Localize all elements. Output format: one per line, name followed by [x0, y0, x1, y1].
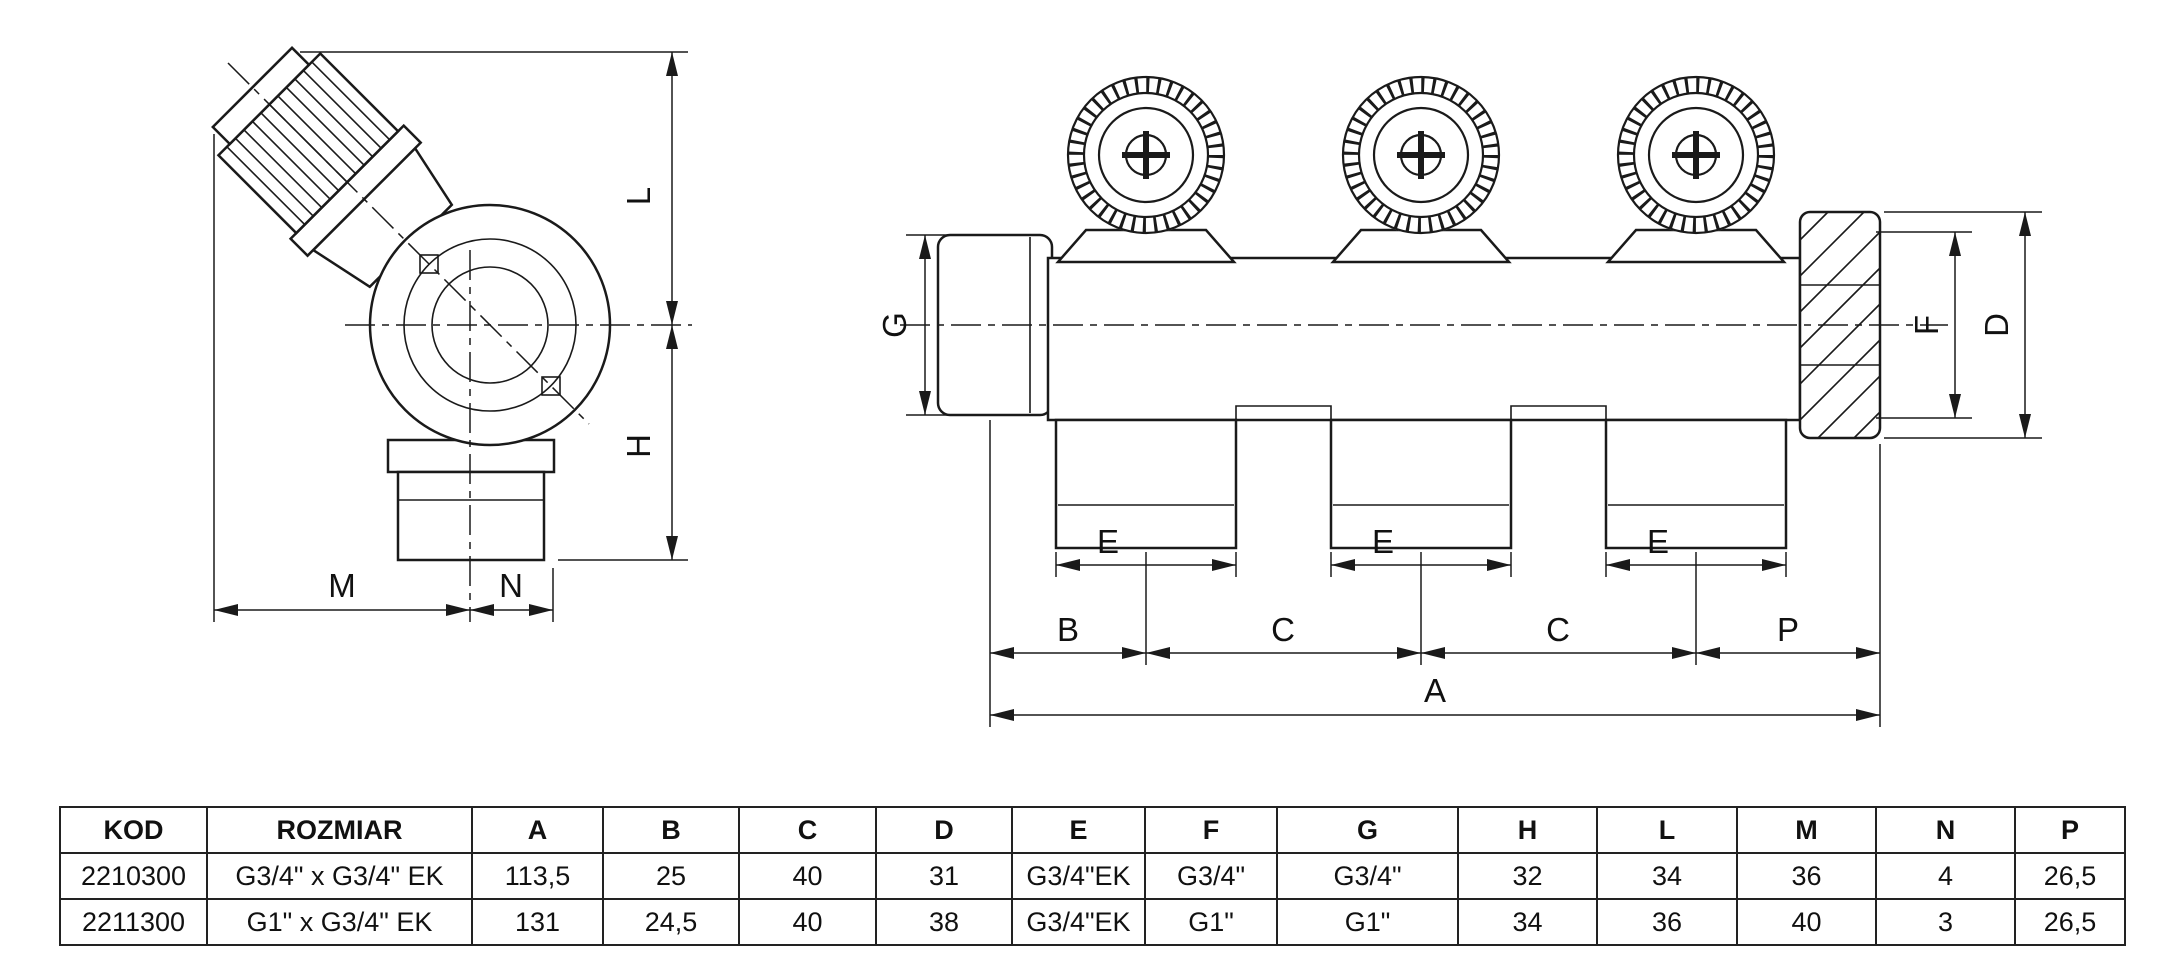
- dim-label-n: N: [499, 567, 523, 604]
- knurling-lines: [226, 61, 391, 226]
- dimension-M-N: M N: [213, 134, 554, 622]
- dimension-A: A: [990, 672, 1880, 721]
- manifold-body: [1046, 256, 1802, 422]
- left-view-angle-valve: L H M N: [211, 46, 692, 622]
- cell-p: 26,5: [2014, 852, 2126, 900]
- cell-f: G1": [1144, 898, 1278, 946]
- dim-label-l: L: [620, 187, 657, 205]
- bonnet-3: [1605, 228, 1787, 264]
- col-header-l: L: [1596, 806, 1738, 854]
- outlet-port-side: [386, 438, 556, 562]
- cell-h: 34: [1457, 898, 1598, 946]
- cell-a: 113,5: [471, 852, 604, 900]
- technical-drawing: L H M N: [211, 46, 2042, 727]
- cell-n: 4: [1875, 852, 2016, 900]
- cell-l: 34: [1596, 852, 1738, 900]
- dim-label-a: A: [1424, 672, 1446, 709]
- outlet-port-3: [1604, 418, 1788, 550]
- table-row: 2211300 G1" x G3/4" EK 131 24,5 40 38 G3…: [59, 898, 2126, 946]
- cell-e: G3/4"EK: [1011, 898, 1146, 946]
- bonnet-1: [1055, 228, 1237, 264]
- col-header-rozmiar: ROZMIAR: [206, 806, 473, 854]
- cell-kod: 2211300: [59, 898, 208, 946]
- cell-rozmiar: G3/4" x G3/4" EK: [206, 852, 473, 900]
- outlet-port-2: [1329, 418, 1513, 550]
- col-header-e: E: [1011, 806, 1146, 854]
- cell-p: 26,5: [2014, 898, 2126, 946]
- bonnet-2: [1330, 228, 1512, 264]
- cell-c: 40: [738, 898, 877, 946]
- cell-n: 3: [1875, 898, 2016, 946]
- cell-h: 32: [1457, 852, 1598, 900]
- phillips-screw-icon: [1122, 131, 1170, 179]
- phillips-screw-icon: [1672, 131, 1720, 179]
- col-header-f: F: [1144, 806, 1278, 854]
- cell-l: 36: [1596, 898, 1738, 946]
- table-row: 2210300 G3/4" x G3/4" EK 113,5 25 40 31 …: [59, 852, 2126, 900]
- dim-label-c1: C: [1271, 611, 1295, 648]
- dim-label-h: H: [620, 434, 657, 458]
- col-header-h: H: [1457, 806, 1598, 854]
- col-header-d: D: [875, 806, 1013, 854]
- col-header-p: P: [2014, 806, 2126, 854]
- col-header-m: M: [1736, 806, 1877, 854]
- cell-b: 24,5: [602, 898, 740, 946]
- cell-e: G3/4"EK: [1011, 852, 1146, 900]
- dim-label-e1: E: [1097, 523, 1119, 560]
- cell-d: 31: [875, 852, 1013, 900]
- dim-label-d: D: [1978, 313, 2015, 337]
- spec-table-container: KOD ROZMIAR A B C D E F G H L M N P 2210…: [59, 806, 2126, 946]
- cell-c: 40: [738, 852, 877, 900]
- col-header-g: G: [1276, 806, 1459, 854]
- dimension-F: F: [1876, 231, 1972, 419]
- cell-f: G3/4": [1144, 852, 1278, 900]
- table-header-row: KOD ROZMIAR A B C D E F G H L M N P: [59, 806, 2126, 854]
- spec-table: KOD ROZMIAR A B C D E F G H L M N P 2210…: [59, 806, 2126, 946]
- dimension-D: D: [1884, 211, 2042, 439]
- right-view-manifold: G F D: [876, 75, 2042, 727]
- dim-label-c2: C: [1546, 611, 1570, 648]
- cell-a: 131: [471, 898, 604, 946]
- dim-label-g: G: [876, 312, 913, 338]
- thread-hatching: [1799, 211, 1881, 439]
- dimension-L-H: L H: [300, 51, 688, 561]
- cell-kod: 2210300: [59, 852, 208, 900]
- dim-label-b: B: [1057, 611, 1079, 648]
- col-header-a: A: [471, 806, 604, 854]
- col-header-c: C: [738, 806, 877, 854]
- dim-label-f: F: [1908, 315, 1945, 335]
- cell-m: 36: [1736, 852, 1877, 900]
- knurled-knob-1: [1066, 75, 1226, 235]
- cell-rozmiar: G1" x G3/4" EK: [206, 898, 473, 946]
- cell-d: 38: [875, 898, 1013, 946]
- phillips-screw-icon: [1397, 131, 1445, 179]
- centerline-45deg: [227, 62, 590, 425]
- dimension-G: G: [876, 234, 952, 416]
- dim-label-m: M: [328, 567, 356, 604]
- outlet-port-1: [1054, 418, 1238, 550]
- knurled-knob-3: [1616, 75, 1776, 235]
- cell-b: 25: [602, 852, 740, 900]
- dimension-BCCP: B C C P: [989, 420, 1881, 727]
- dim-label-e3: E: [1647, 523, 1669, 560]
- col-header-b: B: [602, 806, 740, 854]
- dim-label-p: P: [1777, 611, 1799, 648]
- dimension-E-group: E E E: [1055, 523, 1787, 577]
- cell-m: 40: [1736, 898, 1877, 946]
- col-header-kod: KOD: [59, 806, 208, 854]
- cell-g: G1": [1276, 898, 1459, 946]
- dim-label-e2: E: [1372, 523, 1394, 560]
- col-header-n: N: [1875, 806, 2016, 854]
- cell-g: G3/4": [1276, 852, 1459, 900]
- knurled-knob-2: [1341, 75, 1501, 235]
